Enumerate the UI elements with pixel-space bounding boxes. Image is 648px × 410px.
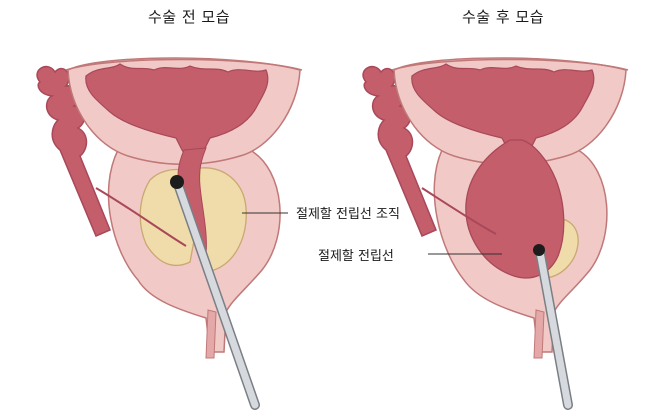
urethra-after: [534, 310, 544, 358]
label-resected: 절제할 전립선: [318, 245, 394, 264]
resectoscope-tip-before: [170, 175, 184, 189]
urethra-before: [206, 310, 216, 358]
label-tissue: 절제할 전립선 조직: [296, 203, 400, 222]
before-illustration: [37, 58, 302, 405]
resectoscope-tip-after: [533, 244, 545, 256]
after-illustration: [363, 58, 628, 405]
